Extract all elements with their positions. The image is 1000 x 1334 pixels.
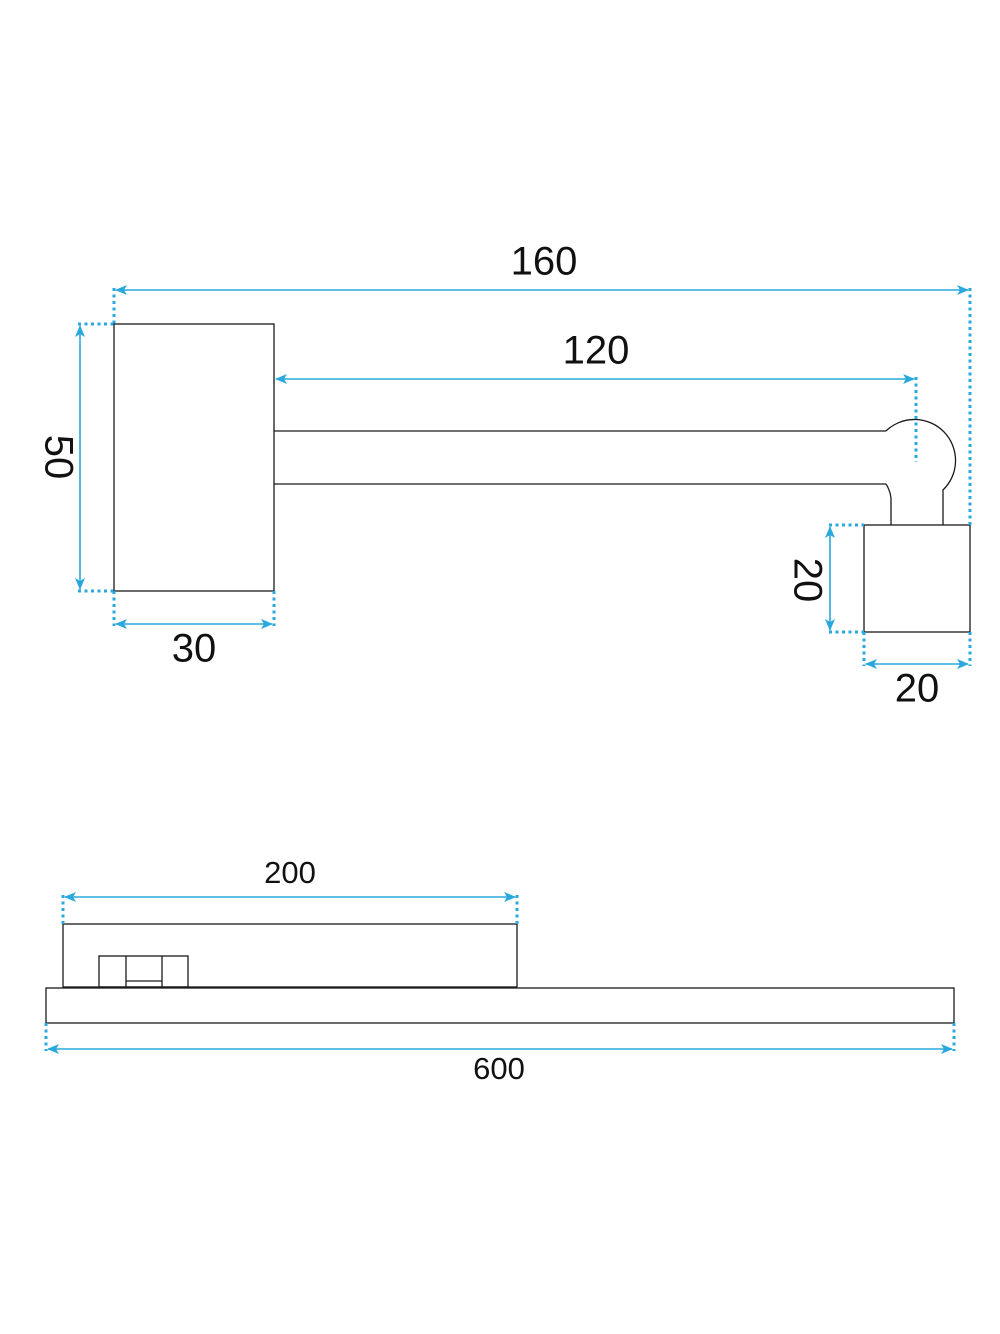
- label-600: 600: [473, 1051, 525, 1086]
- label-20-horizontal: 20: [895, 667, 940, 711]
- ball-joint: [885, 418, 957, 525]
- label-120: 120: [563, 329, 630, 373]
- label-30: 30: [172, 627, 217, 671]
- label-50: 50: [36, 435, 80, 480]
- side-view: 160 120 50 30 20 20: [36, 240, 972, 711]
- connector-block: [98, 955, 189, 988]
- mounting-plate: [62, 923, 518, 988]
- label-200: 200: [264, 855, 316, 890]
- label-160: 160: [511, 240, 578, 284]
- lamp-bar: [45, 987, 955, 1024]
- label-20-vertical: 20: [785, 558, 829, 603]
- lamp-head-block: [863, 524, 971, 633]
- top-view: 200 600: [44, 855, 956, 1086]
- wall-base-block: [113, 323, 275, 592]
